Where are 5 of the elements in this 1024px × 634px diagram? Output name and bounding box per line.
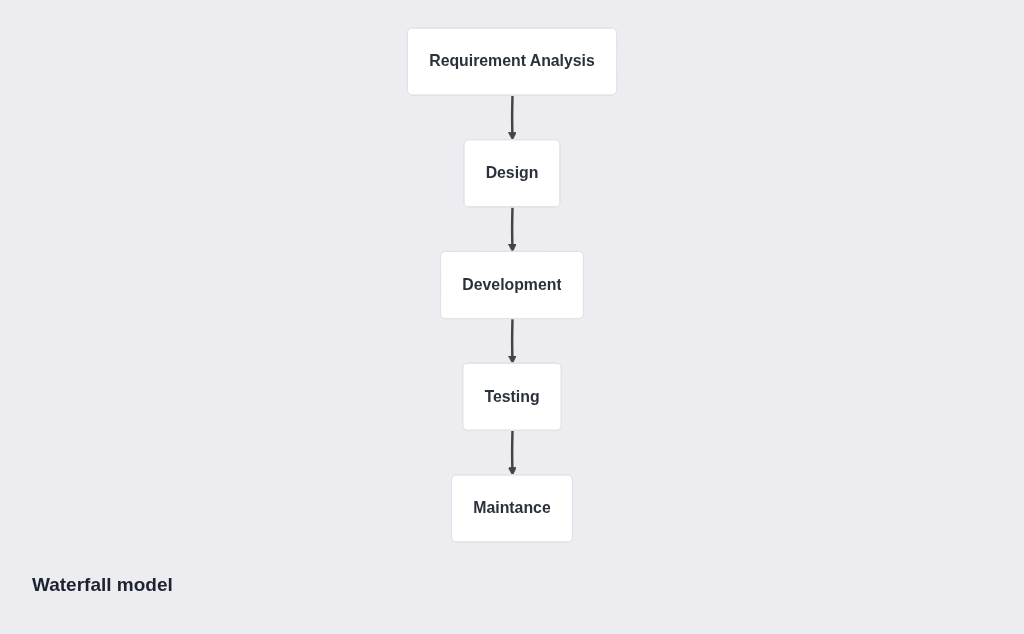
arrow <box>507 319 517 364</box>
arrow <box>507 207 517 253</box>
arrow <box>507 95 517 141</box>
diagram-caption: Waterfall model <box>32 574 173 596</box>
arrow <box>507 430 517 476</box>
